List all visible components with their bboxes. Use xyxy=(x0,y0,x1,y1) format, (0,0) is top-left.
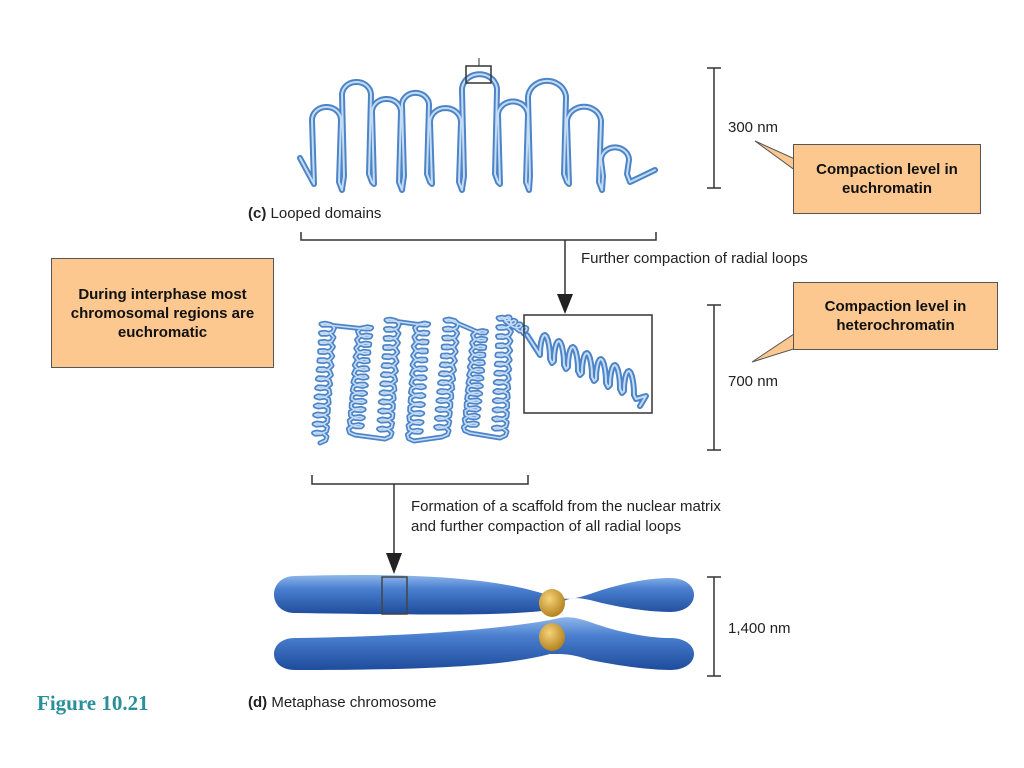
zoom-box-radial-loops xyxy=(523,314,653,414)
scale-bar-1400 xyxy=(707,576,721,677)
arrow-head-mid xyxy=(386,553,402,574)
metaphase-chromosome xyxy=(274,574,694,670)
callout-euchromatin-text: Compaction level in euchromatin xyxy=(816,161,958,197)
arrow-label-mid-2: and further compaction of all radial loo… xyxy=(411,518,682,535)
panel-d-title: Metaphase chromosome xyxy=(271,694,437,711)
scale-bar-300 xyxy=(707,67,721,189)
coiled-radial-loops xyxy=(311,314,530,446)
radial-loops-detail xyxy=(524,332,649,409)
arrow-head-c xyxy=(557,294,573,314)
figure-label: Figure 10.21 xyxy=(37,691,149,715)
callout-interphase-text: During interphase most chromosomal regio… xyxy=(70,285,255,341)
scale-label-300: 300 nm xyxy=(728,119,779,136)
callout-interphase: During interphase most chromosomal regio… xyxy=(51,258,274,368)
scale-bar-700 xyxy=(707,304,721,451)
bracket-c xyxy=(300,232,657,296)
callout-heterochromatin: Compaction level in heterochromatin xyxy=(793,282,998,350)
scale-label-1400: 1,400 nm xyxy=(728,620,791,637)
panel-c-letter: (c) xyxy=(248,205,267,222)
callout-heterochromatin-text: Compaction level in heterochromatin xyxy=(824,298,967,334)
bracket-mid xyxy=(311,475,529,555)
arrow-label-c: Further compaction of radial loops xyxy=(581,250,808,267)
looped-domains-fiber xyxy=(297,71,658,193)
panel-d-letter: (d) xyxy=(248,694,268,711)
arrow-label-mid-1: Formation of a scaffold from the nuclear… xyxy=(411,498,721,515)
panel-c-title: Looped domains xyxy=(270,205,382,222)
zoom-box-chromosome xyxy=(381,576,408,615)
panel-d-caption: (d) Metaphase chromosome xyxy=(248,694,436,711)
scale-label-700: 700 nm xyxy=(728,373,779,390)
callout-euchromatin: Compaction level in euchromatin xyxy=(793,144,981,214)
panel-c-caption: (c) Looped domains xyxy=(248,205,381,222)
